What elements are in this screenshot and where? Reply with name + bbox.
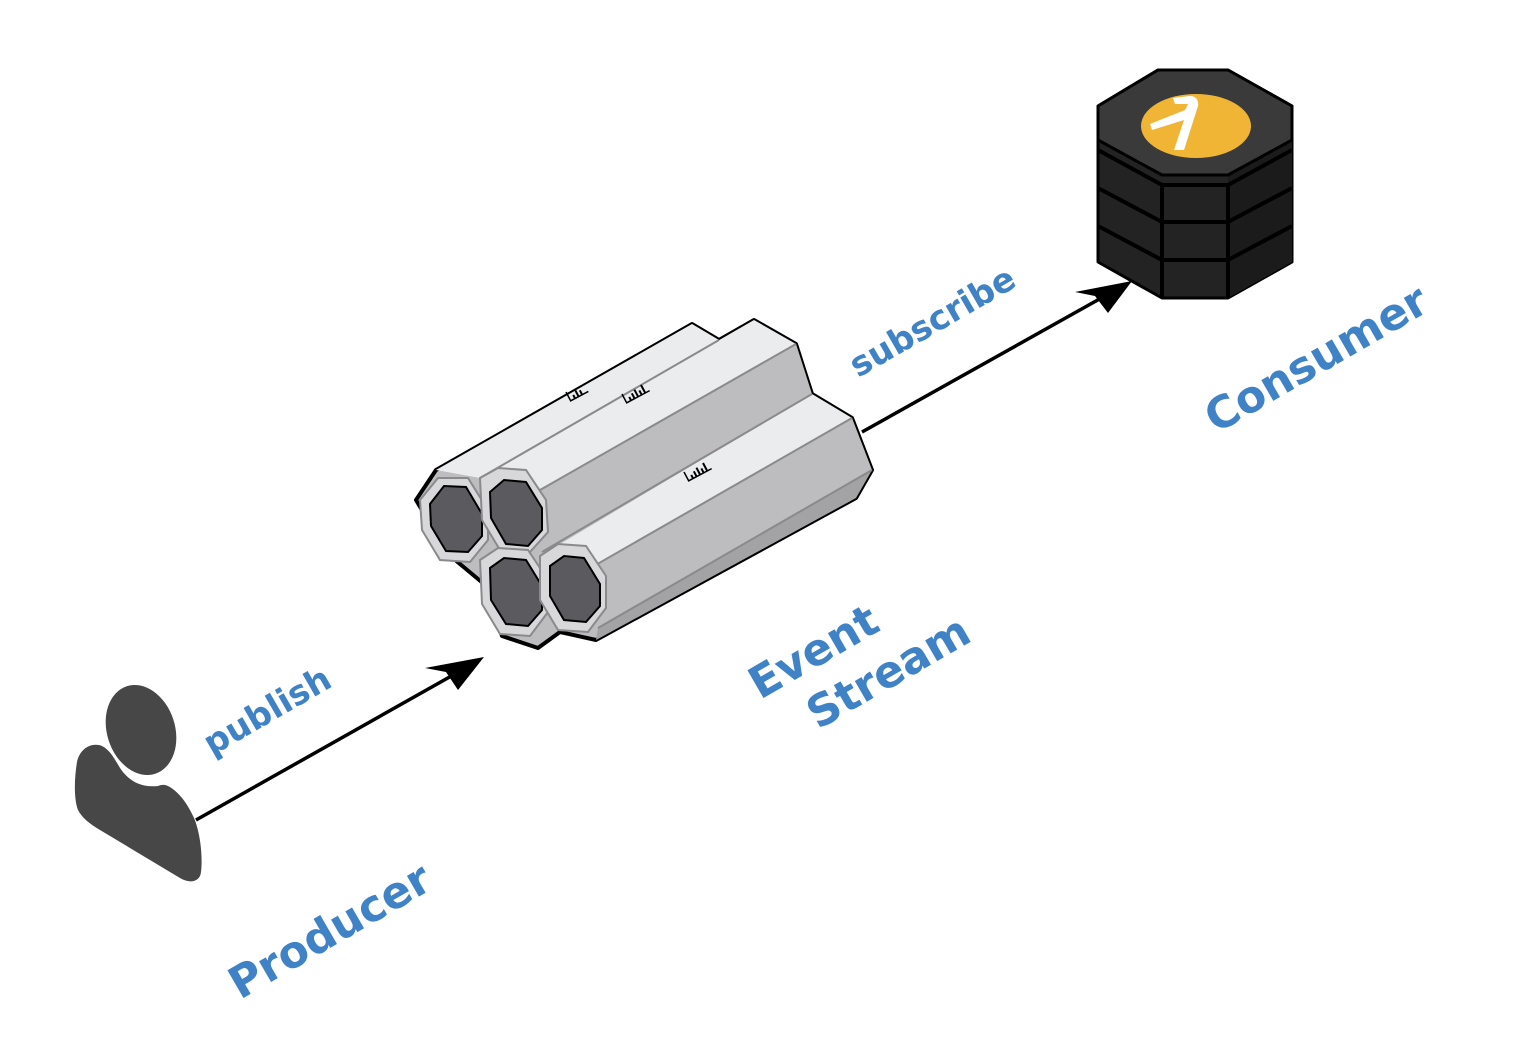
edge-publish [195,657,484,822]
person-icon [74,685,202,882]
consumer-node[interactable] [1096,68,1294,300]
subscribe-edge-label: subscribe [843,259,1023,386]
publish-arrowhead-icon [425,657,484,690]
stream-shard-3 [478,546,549,638]
bar-chart-icon [565,389,589,402]
publish-edge-label: publish [197,659,339,764]
producer-node[interactable] [74,676,202,882]
stream-shard-1 [418,477,489,564]
subscribe-arrow-line [861,290,1113,434]
lambda-function-icon [1141,94,1251,158]
edge-subscribe [861,281,1132,434]
publish-arrow-line [195,668,463,822]
bar-chart-icon [621,384,651,404]
event-stream-node[interactable] [414,318,874,650]
bar-chart-icon [683,462,713,482]
producer-label: Producer [220,853,440,1010]
subscribe-arrowhead-icon [1075,281,1132,313]
consumer-label: Consumer [1196,275,1437,444]
stream-shard-2 [478,466,550,554]
stream-shard-4 [539,542,607,634]
